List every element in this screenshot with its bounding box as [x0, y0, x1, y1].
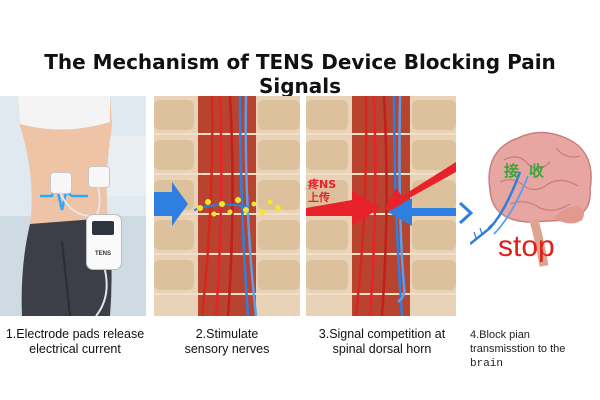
- panel-spine-stimulation: [154, 96, 300, 316]
- caption-step-4-line1: 4.Block pian: [470, 329, 530, 341]
- upload-label-line1: 疼NS: [308, 178, 337, 191]
- panel-electrode-pads: TENS: [0, 96, 146, 316]
- flow-arrow: [458, 201, 474, 225]
- tens-device: TENS: [86, 214, 122, 270]
- tens-brand-label: TENS: [94, 251, 111, 257]
- stop-label: stop: [498, 230, 555, 263]
- caption-step-1-line2: electrical current: [29, 342, 121, 356]
- caption-step-1: 1.Electrode pads release electrical curr…: [0, 327, 150, 357]
- panel-signal-competition: 疼NS 上传: [306, 96, 456, 316]
- upload-label-line2: 上传: [308, 191, 330, 204]
- caption-step-4-line2: transmisstion to the brain: [470, 342, 598, 371]
- caption-step-3-line1: 3.Signal competition at: [318, 327, 446, 341]
- page-title: The Mechanism of TENS Device Blocking Pa…: [44, 50, 556, 98]
- caption-step-3: 3.Signal competition at spinal dorsal ho…: [304, 327, 460, 357]
- lead-wires: [59, 185, 108, 316]
- tens-display: [92, 221, 114, 235]
- receive-char-2: 收: [529, 162, 555, 180]
- caption-step-3-line2: spinal dorsal horn: [332, 342, 432, 356]
- caption-step-4-line2a: transmisstion to the: [470, 343, 566, 355]
- receive-char-1: 接: [504, 162, 530, 180]
- caption-step-2-line2: sensory nerves: [184, 342, 270, 356]
- panel-brain: 接收 stop: [470, 120, 600, 290]
- caption-step-2: 2.Stimulate sensory nerves: [154, 327, 300, 357]
- caption-step-1-line1: 1.Electrode pads release: [5, 327, 145, 341]
- caption-step-2-line1: 2.Stimulate: [195, 327, 259, 341]
- receive-label: 接收: [504, 160, 554, 181]
- upload-label: 疼NS 上传: [308, 178, 336, 204]
- caption-step-4-line2b: brain: [470, 358, 504, 370]
- caption-step-4: 4.Block pian transmisstion to the brain: [470, 328, 598, 371]
